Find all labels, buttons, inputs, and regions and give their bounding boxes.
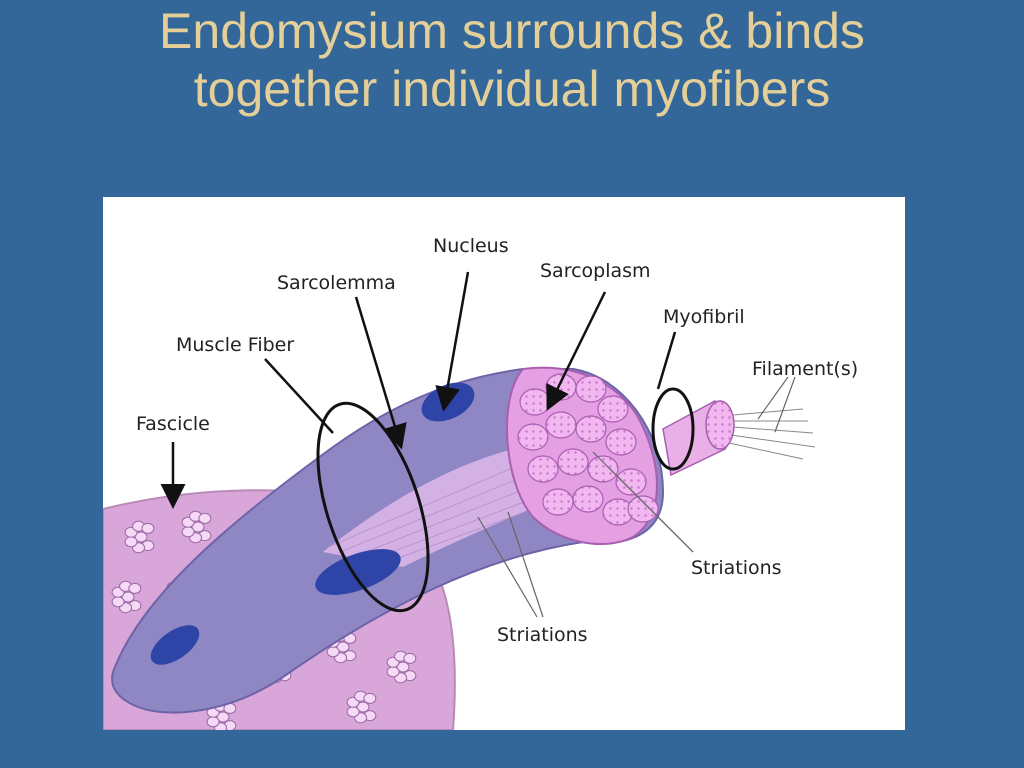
fascicle-fiber-cell [191, 521, 205, 533]
fascicle-fiber-cell [326, 646, 340, 658]
fascicle-fiber-cell [363, 692, 377, 704]
fascicle-fiber-cell [128, 582, 142, 594]
fascicle-fiber-cell [141, 522, 155, 534]
fascicle-fiber-cell [403, 652, 417, 664]
myofibril-cross-sections [517, 373, 659, 526]
myofibril-cross-section [557, 448, 589, 476]
fascicle-fiber-cell [396, 661, 410, 673]
label-sarcoplasm: Sarcoplasm [540, 260, 651, 282]
myofibril-cross-section [605, 428, 637, 456]
label-muscle-fiber: Muscle Fiber [176, 334, 294, 356]
muscle-diagram-figure: Nucleus Sarcoplasm Sarcolemma Myofibril … [103, 197, 905, 730]
fascicle-fiber-cell [134, 531, 148, 543]
label-nucleus: Nucleus [433, 235, 509, 257]
fiber-cross-section [506, 366, 659, 545]
myofibril-cross-section [545, 373, 577, 401]
label-sarcolemma: Sarcolemma [277, 272, 396, 294]
myofibril-cross-section [572, 485, 604, 513]
myofibril-cross-section [545, 411, 577, 439]
fascicle-fiber-cell [346, 706, 360, 718]
slide-title: Endomysium surrounds & binds together in… [0, 0, 1024, 118]
label-striations-right: Striations [691, 557, 782, 579]
fascicle-fiber-cell [121, 591, 135, 603]
fascicle-fiber-cell [111, 596, 125, 608]
fascicle-fiber-cell [206, 716, 220, 728]
myofibril-cross-section [587, 455, 619, 483]
label-fascicle: Fascicle [136, 413, 210, 435]
myofibril-cross-section [597, 395, 629, 423]
label-myofibril: Myofibril [663, 306, 745, 328]
myofibril-cross-section [575, 415, 607, 443]
striation-pointers [477, 376, 796, 618]
fascicle-fiber-cell [198, 512, 212, 524]
fascicle-fiber-cell [216, 711, 230, 723]
muscle-diagram: Nucleus Sarcoplasm Sarcolemma Myofibril … [103, 235, 858, 730]
muscle-fiber-ring [316, 401, 430, 613]
fascicle-fiber-cell [356, 701, 370, 713]
myofibril-cross-section [542, 488, 574, 516]
nucleus-bottom [150, 625, 200, 665]
label-pointers [160, 271, 677, 509]
fascicle-fiber-cell [181, 526, 195, 538]
myofibril-cross-section [517, 423, 549, 451]
myofibril-cross-section [627, 495, 659, 523]
fascicle-fiber-cell [124, 536, 138, 548]
myofibril-ring [651, 387, 695, 471]
fascicle-fiber-cell [336, 641, 350, 653]
title-line-1: Endomysium surrounds & binds [159, 3, 865, 59]
myofibril-cross-section [575, 375, 607, 403]
title-line-2: together individual myofibers [193, 61, 831, 117]
label-striations-bottom: Striations [497, 624, 588, 646]
myofibril-cross-section [615, 468, 647, 496]
label-filaments: Filament(s) [752, 358, 858, 380]
myofibril [662, 400, 816, 477]
nucleus-middle [315, 549, 401, 595]
fascicle-fiber-cell [386, 666, 400, 678]
myofibril-cross-section [527, 455, 559, 483]
myofibril-cross-section [519, 388, 551, 416]
